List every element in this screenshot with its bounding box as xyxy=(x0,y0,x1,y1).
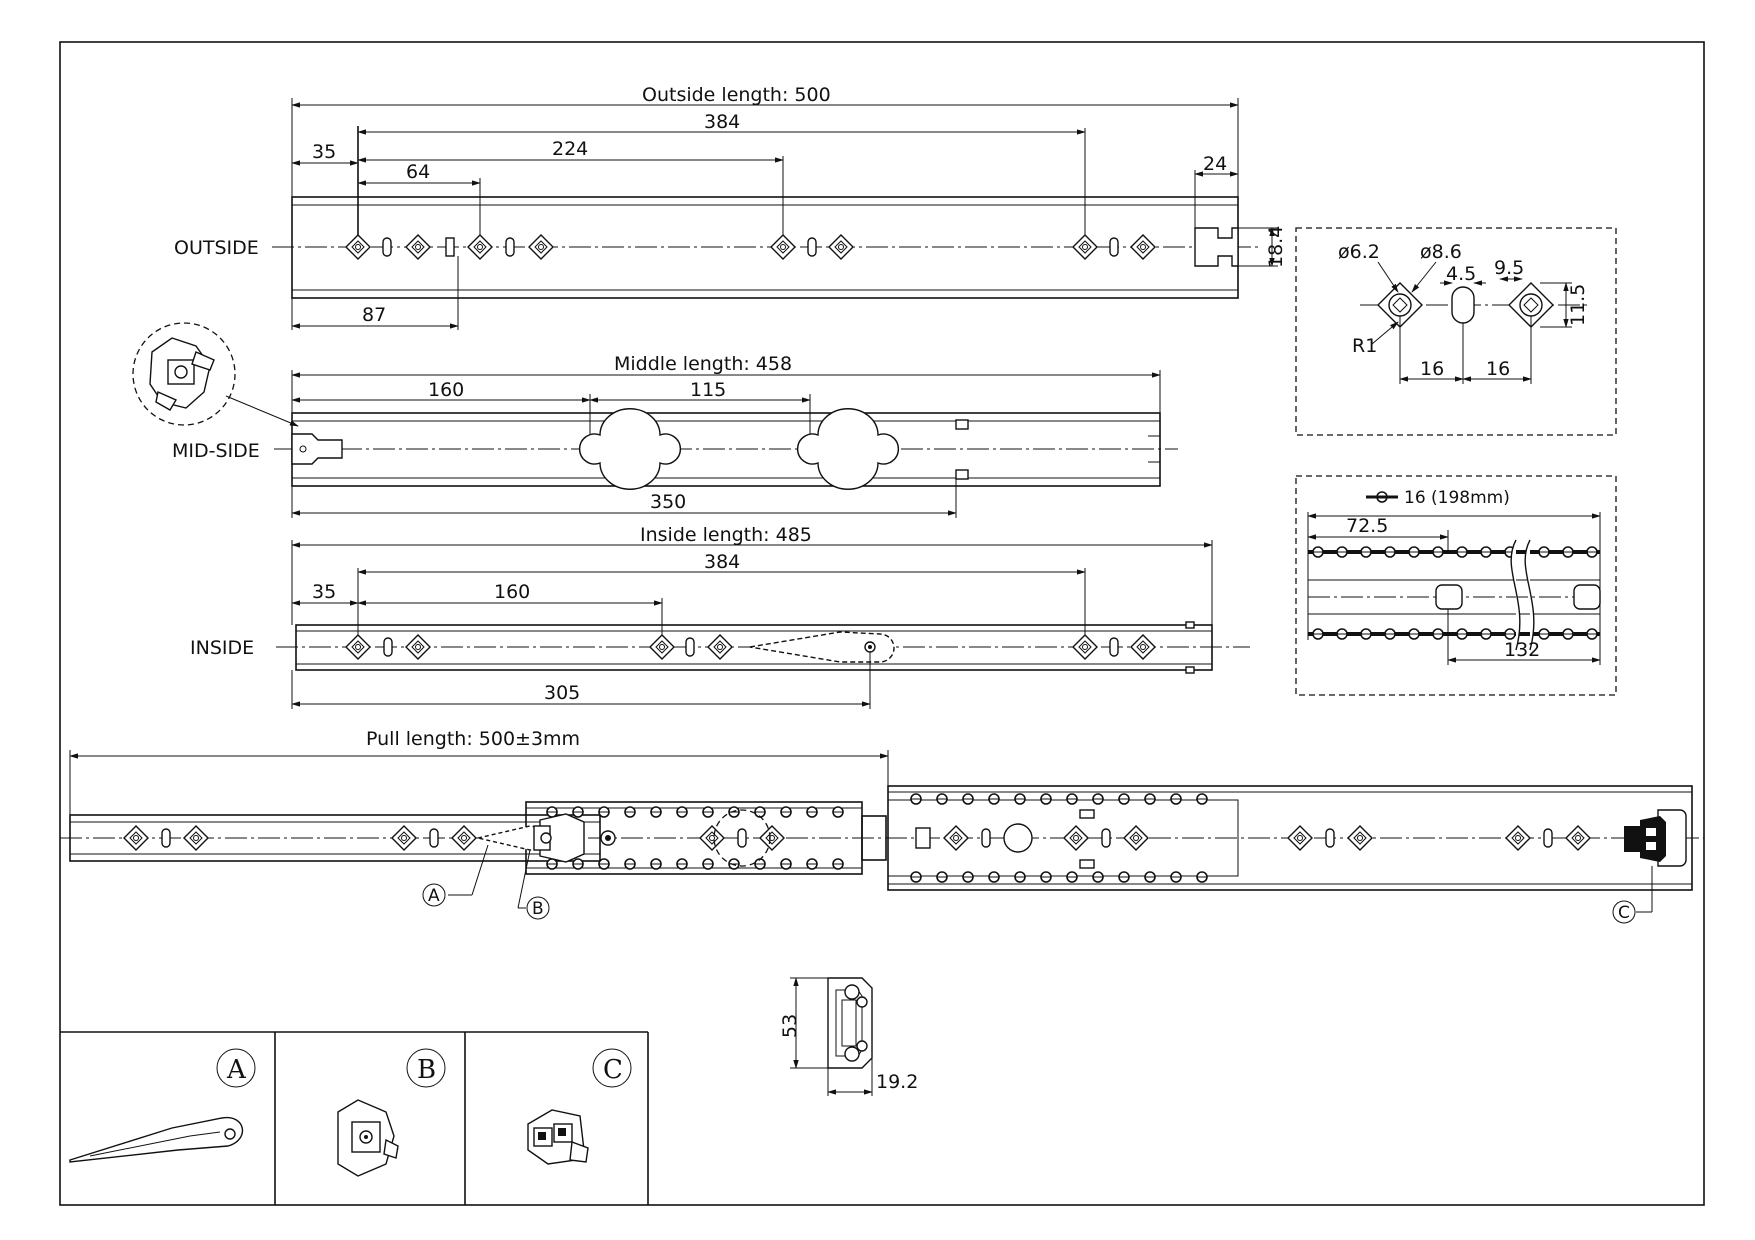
outside-view: OUTSIDE Outside length: 500 384 224 xyxy=(174,84,1287,330)
mid-dim-115: 115 xyxy=(690,379,726,401)
mid-dim-350: 350 xyxy=(650,491,686,513)
inside-dim-305: 305 xyxy=(544,682,580,704)
inside-view: INSIDE Inside length: 485 384 35 160 xyxy=(190,524,1250,709)
ball-detail-box: 16 (198mm) 72.5 132 xyxy=(1295,475,1617,696)
profile-section: 53 19.2 xyxy=(779,977,918,1096)
outside-dim-384: 384 xyxy=(704,111,740,133)
hole-dim-dia-8-6: ø8.6 xyxy=(1420,241,1462,263)
inside-label: INSIDE xyxy=(190,637,254,659)
ball-dim-72-5: 72.5 xyxy=(1346,515,1388,537)
mid-side-label: MID-SIDE xyxy=(172,440,260,462)
ball-title: 16 (198mm) xyxy=(1404,488,1510,508)
pull-assembly-view: Pull length: 500±3mm xyxy=(60,728,1704,924)
hole-dim-4-5: 4.5 xyxy=(1446,263,1476,285)
mid-dim-160: 160 xyxy=(428,379,464,401)
mid-side-detail-circle xyxy=(132,322,236,426)
outside-length-text: Outside length: 500 xyxy=(642,84,831,106)
ball-dim-132: 132 xyxy=(1504,639,1540,661)
middle-length-text: Middle length: 458 xyxy=(614,353,792,375)
part-a-latch-drawing xyxy=(69,1117,244,1163)
outside-dim-35: 35 xyxy=(312,141,336,163)
pull-marker-c: C xyxy=(1618,903,1630,923)
hole-dim-9-5: 9.5 xyxy=(1494,257,1524,279)
hole-dim-11-5: 11.5 xyxy=(1567,284,1589,326)
inside-dim-160: 160 xyxy=(494,581,530,603)
part-b-letter: B xyxy=(417,1055,436,1085)
inside-length-text: Inside length: 485 xyxy=(640,524,812,546)
outside-dim-18-4: 18.4 xyxy=(1265,226,1287,268)
hole-detail-box: ø6.2 ø8.6 4.5 9.5 11.5 R1 16 16 xyxy=(1295,227,1617,436)
hole-dim-dia-6-2: ø6.2 xyxy=(1338,241,1380,263)
outside-dim-224: 224 xyxy=(552,138,588,160)
outside-dim-24: 24 xyxy=(1203,153,1227,175)
hole-dim-r1: R1 xyxy=(1352,335,1377,357)
pull-length-text: Pull length: 500±3mm xyxy=(366,728,580,750)
outside-label: OUTSIDE xyxy=(174,237,259,259)
parts-table: A B C xyxy=(60,1031,649,1205)
hole-dim-16-a: 16 xyxy=(1420,358,1444,380)
inside-dim-384: 384 xyxy=(704,551,740,573)
outside-dim-64: 64 xyxy=(406,161,430,183)
part-a-letter: A xyxy=(226,1055,247,1085)
profile-dim-53: 53 xyxy=(779,1014,801,1038)
hole-dim-16-b: 16 xyxy=(1486,358,1510,380)
inside-dim-35: 35 xyxy=(312,581,336,603)
outside-dim-87: 87 xyxy=(362,304,386,326)
drawing-frame xyxy=(59,41,1705,1206)
mid-side-view: MID-SIDE Middle length: 458 160 115 xyxy=(132,322,1178,518)
part-c-letter: C xyxy=(603,1055,623,1085)
pull-marker-a: A xyxy=(428,886,440,906)
pull-marker-b: B xyxy=(532,899,544,919)
profile-dim-19-2: 19.2 xyxy=(876,1071,918,1093)
